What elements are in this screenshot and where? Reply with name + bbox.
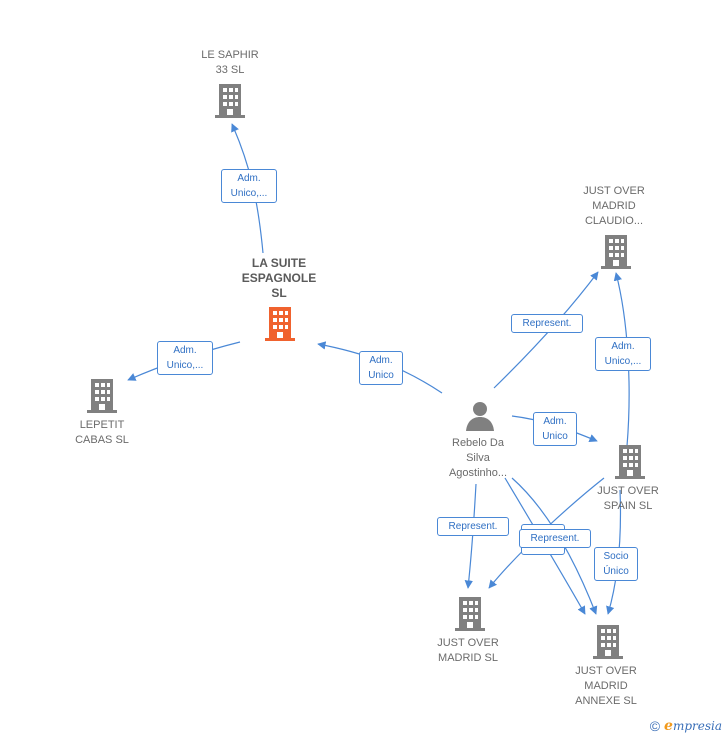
footer-branding: © empresia	[650, 718, 722, 734]
edge-label-suite-saphir[interactable]: Adm. Unico,...	[221, 169, 277, 203]
edge-label-line: Unico	[542, 431, 568, 442]
edge-label-suite-lepetit[interactable]: Adm. Unico,...	[157, 341, 213, 375]
brand-rest: mpresia	[672, 719, 722, 733]
node-label-la-suite[interactable]: LA SUITE ESPAGNOLE SL	[222, 256, 336, 301]
brand-initial: e	[664, 718, 673, 734]
label-line: Agostinho...	[448, 467, 508, 479]
label-line: JUST OVER	[583, 185, 645, 197]
label-line: CLAUDIO...	[584, 215, 644, 227]
edge-label-line: Adm.	[611, 341, 635, 352]
building-icon[interactable]	[600, 235, 632, 269]
label-line: Silva	[466, 452, 490, 464]
label-line: JUST OVER	[437, 637, 499, 649]
edge-label-line: Adm.	[369, 355, 393, 366]
edge-label-spain-claudio[interactable]: Adm. Unico,...	[595, 337, 651, 371]
label-line: ESPAGNOLE	[241, 271, 317, 285]
label-line: JUST OVER	[575, 665, 637, 677]
edge-label-line: Unico,...	[166, 360, 204, 371]
label-line: SPAIN SL	[603, 500, 653, 512]
edge-label-line: Adm.	[237, 173, 261, 184]
building-icon[interactable]	[614, 445, 646, 479]
edge-label-person-suite[interactable]: Adm. Unico	[359, 351, 403, 385]
building-icon-highlight[interactable]	[264, 307, 296, 341]
label-line: JUST OVER	[597, 485, 659, 497]
building-icon[interactable]	[214, 84, 246, 118]
edge-label-line: Único	[603, 566, 629, 577]
building-icon[interactable]	[454, 597, 486, 631]
copyright-icon: ©	[649, 718, 661, 734]
edge-label-line: Unico,...	[230, 188, 268, 199]
node-label-person[interactable]: Rebelo Da Silva Agostinho...	[428, 436, 528, 481]
label-line: MADRID	[584, 680, 628, 692]
node-label-jo-spain[interactable]: JUST OVER SPAIN SL	[578, 484, 678, 514]
node-label-jo-annexe[interactable]: JUST OVER MADRID ANNEXE SL	[556, 664, 656, 709]
edge-label-line: Adm.	[543, 416, 567, 427]
node-label-jo-madrid[interactable]: JUST OVER MADRID SL	[418, 636, 518, 666]
edge-label-line: Represent.	[448, 521, 498, 532]
label-line: LE SAPHIR	[201, 49, 259, 61]
edge-label-line: Represent.	[522, 318, 572, 329]
edge-label-spain-annexe[interactable]: Socio Único	[594, 547, 638, 581]
edge-label-spain-madrid[interactable]: Represent.	[519, 529, 591, 548]
edge-label-line: Unico,...	[604, 356, 642, 367]
label-line: ANNEXE SL	[575, 695, 637, 707]
edge-label-line: Unico	[368, 370, 394, 381]
node-label-lepetit[interactable]: LEPETIT CABAS SL	[52, 418, 152, 448]
node-label-le-saphir[interactable]: LE SAPHIR 33 SL	[180, 48, 280, 78]
label-line: MADRID SL	[438, 652, 498, 664]
label-line: CABAS SL	[75, 434, 129, 446]
label-line: LEPETIT	[79, 419, 125, 431]
label-line: LA SUITE	[251, 256, 307, 270]
edge-label-person-madrid[interactable]: Represent.	[437, 517, 509, 536]
building-icon[interactable]	[592, 625, 624, 659]
building-icon[interactable]	[86, 379, 118, 413]
edge-label-line: Socio	[603, 551, 629, 562]
label-line: MADRID	[592, 200, 636, 212]
edge-person-madrid	[464, 483, 477, 589]
edge-label-person-spain[interactable]: Adm. Unico	[533, 412, 577, 446]
edge-label-person-claudio[interactable]: Represent.	[511, 314, 583, 333]
label-line: 33 SL	[215, 64, 245, 76]
label-line: Rebelo Da	[452, 437, 504, 449]
label-line: SL	[271, 286, 287, 300]
node-label-jo-claudio[interactable]: JUST OVER MADRID CLAUDIO...	[564, 184, 664, 229]
brand-logo[interactable]: empresia	[664, 718, 722, 734]
edge-label-line: Adm.	[173, 345, 197, 356]
edge-label-line: Represent.	[530, 533, 580, 544]
person-icon[interactable]	[464, 400, 496, 432]
